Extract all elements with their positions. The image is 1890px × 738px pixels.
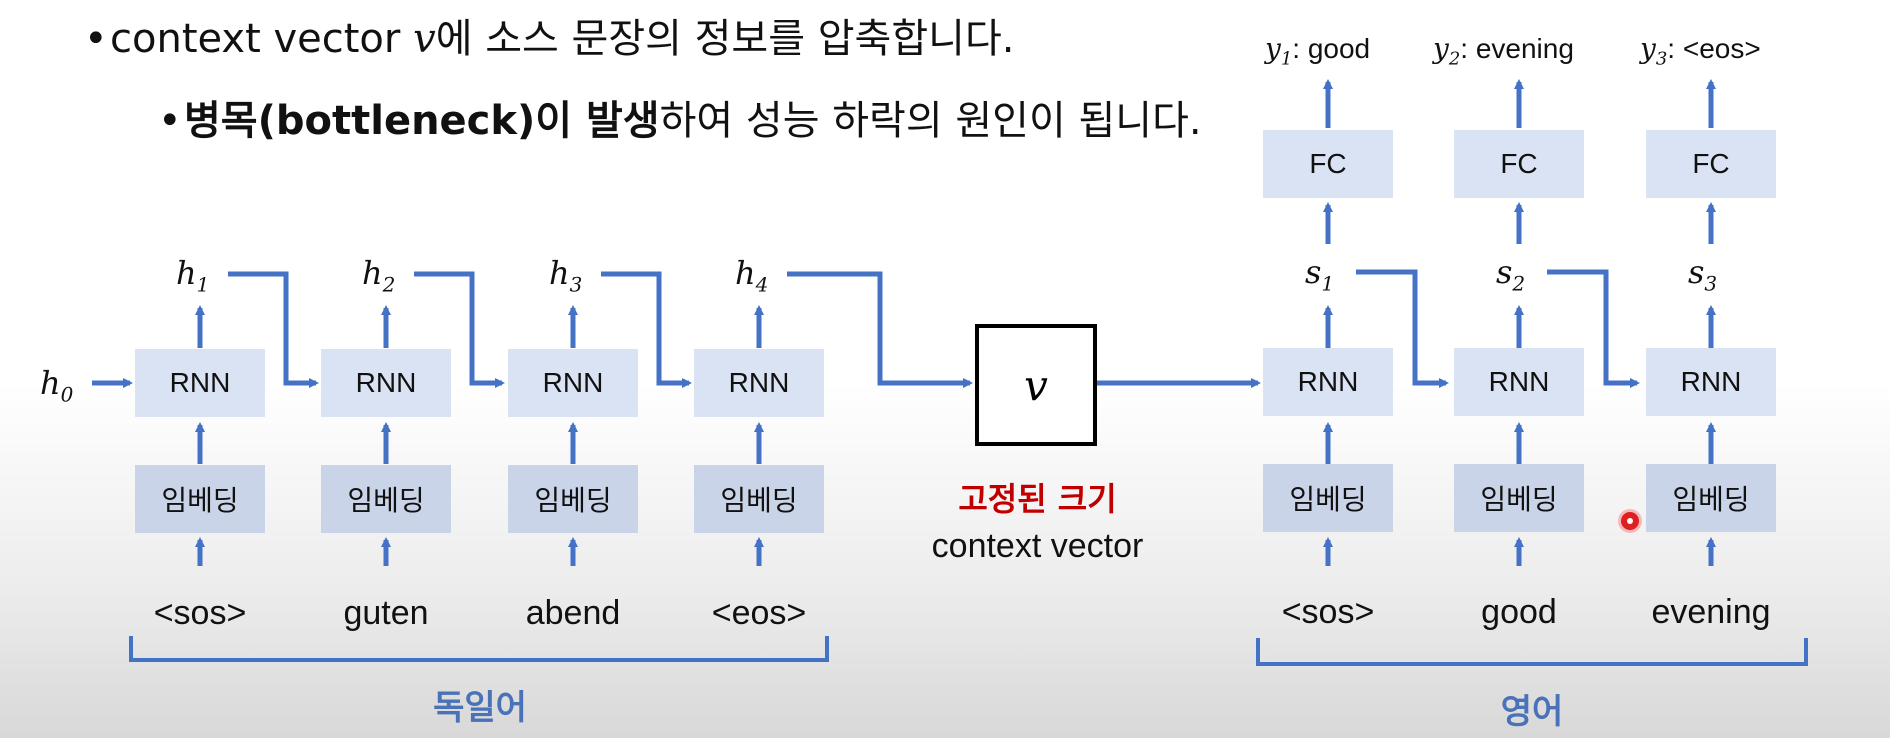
s3-label: s3	[1688, 253, 1718, 296]
bullet-dot-icon: •	[158, 98, 182, 144]
h0-label: h0	[40, 364, 74, 407]
s1-label: s1	[1305, 253, 1335, 296]
bullet-context-vector: •context vector v에 소스 문장의 정보를 압축합니다.	[84, 6, 1014, 64]
encoder-token-1: <sos>	[153, 594, 247, 632]
decoder-embed-2: 임베딩	[1454, 464, 1584, 532]
decoder-rnn-3: RNN	[1646, 348, 1776, 416]
encoder-embed-1: 임베딩	[135, 465, 265, 533]
decoder-output-2: y2: evening	[1433, 32, 1574, 70]
decoder-rnn-1: RNN	[1263, 348, 1393, 416]
decoder-output-3: y3: <eos>	[1640, 32, 1761, 70]
context-vector-box: v	[975, 324, 1097, 446]
encoder-rnn-2: RNN	[321, 349, 451, 417]
encoder-token-3: abend	[525, 594, 621, 632]
bracket-english	[1256, 638, 1808, 666]
encoder-embed-3: 임베딩	[508, 465, 638, 533]
h3-label: h3	[549, 254, 583, 297]
decoder-rnn-2: RNN	[1454, 348, 1584, 416]
decoder-fc-3: FC	[1646, 130, 1776, 198]
encoder-token-2: guten	[343, 594, 429, 632]
fixed-size-caption: 고정된 크기	[958, 480, 1117, 518]
bullet1-var: v	[413, 16, 436, 62]
decoder-token-3: evening	[1651, 593, 1771, 631]
language-english: 영어	[1500, 692, 1564, 732]
decoder-token-2: good	[1481, 593, 1557, 631]
encoder-rnn-4: RNN	[694, 349, 824, 417]
s2-label: s2	[1496, 253, 1526, 296]
decoder-token-1: <sos>	[1281, 593, 1375, 631]
decoder-fc-1: FC	[1263, 130, 1393, 198]
encoder-rnn-3: RNN	[508, 349, 638, 417]
bullet2-bold: 병목(bottleneck)이 발생	[184, 98, 660, 144]
language-german: 독일어	[433, 688, 527, 728]
decoder-embed-1: 임베딩	[1263, 464, 1393, 532]
bullet-bottleneck: •병목(bottleneck)이 발생하여 성능 하락의 원인이 됩니다.	[158, 88, 1202, 146]
h2-label: h2	[362, 254, 396, 297]
bracket-german	[129, 636, 829, 662]
context-vector-caption: context vector	[931, 527, 1144, 565]
decoder-output-1: y1: good	[1265, 32, 1371, 70]
encoder-embed-2: 임베딩	[321, 465, 451, 533]
h1-label: h1	[176, 254, 210, 297]
decoder-fc-2: FC	[1454, 130, 1584, 198]
bullet1-suffix: 에 소스 문장의 정보를 압축합니다.	[435, 16, 1015, 62]
decoder-embed-3: 임베딩	[1646, 464, 1776, 532]
bullet2-rest: 하여 성능 하락의 원인이 됩니다.	[659, 98, 1202, 144]
pointer-cursor-icon	[1621, 512, 1639, 530]
encoder-token-4: <eos>	[711, 594, 807, 632]
bullet1-prefix: context vector	[110, 16, 414, 62]
h4-label: h4	[735, 254, 769, 297]
bullet-dot-icon: •	[84, 16, 108, 62]
encoder-rnn-1: RNN	[135, 349, 265, 417]
encoder-embed-4: 임베딩	[694, 465, 824, 533]
